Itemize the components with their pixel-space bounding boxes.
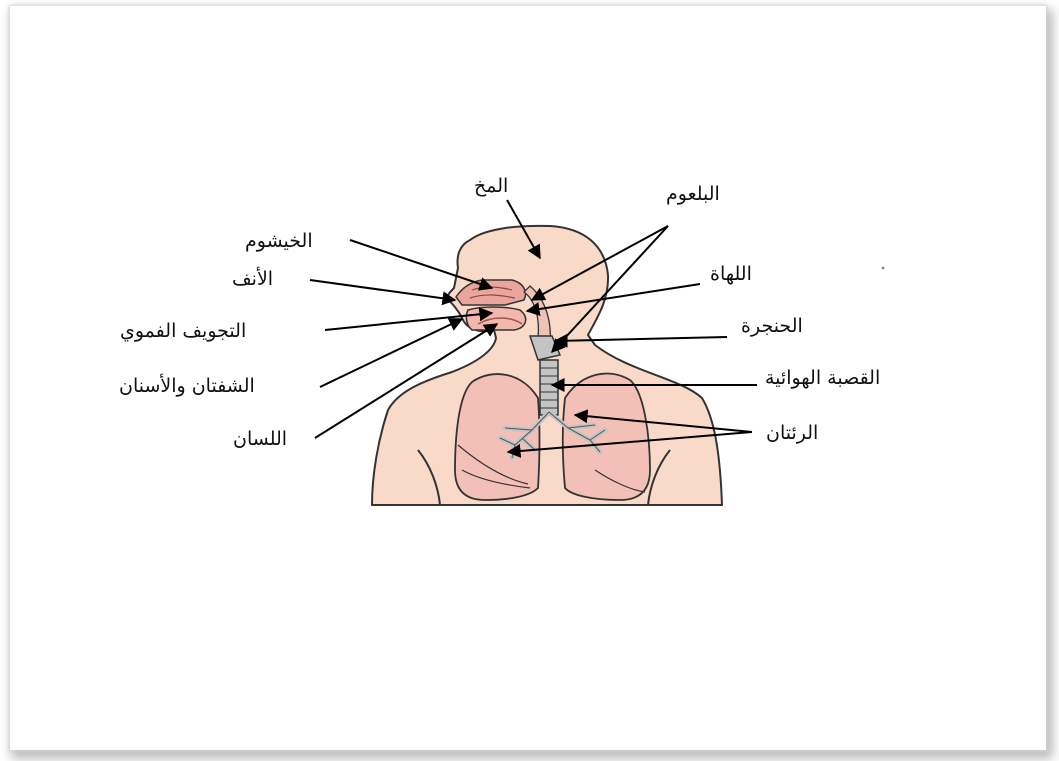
label-lips-teeth: الشفتان والأسنان [119, 375, 255, 397]
stray-dot [882, 267, 885, 270]
left-lung-shape [563, 374, 650, 500]
label-lungs: الرئتان [766, 422, 818, 444]
label-larynx: الحنجرة [741, 315, 803, 337]
label-oral-cavity: التجويف الفموي [120, 320, 246, 342]
label-uvula: اللهاة [710, 263, 752, 285]
label-brain: المخ [474, 175, 508, 197]
label-pharynx: البلعوم [666, 183, 720, 205]
label-trachea: القصبة الهوائية [765, 367, 880, 389]
label-tongue: اللسان [233, 428, 287, 450]
label-nose: الأنف [232, 268, 273, 290]
label-nasal-cavity: الخيشوم [245, 230, 313, 252]
pointer-nose [310, 280, 455, 300]
